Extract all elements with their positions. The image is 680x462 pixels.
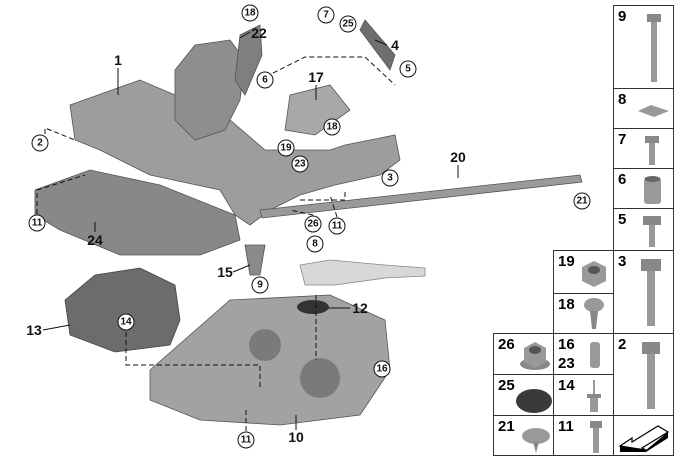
part-number: 18 xyxy=(558,296,575,313)
callout-2: 2 xyxy=(31,134,49,152)
callout-18: 18 xyxy=(241,4,259,22)
part-cell-19[interactable]: 19 xyxy=(553,250,614,294)
long-flange-bolt-icon xyxy=(642,342,660,409)
callout-6: 6 xyxy=(256,71,274,89)
callout-3: 3 xyxy=(381,169,399,187)
callout-8: 8 xyxy=(306,235,324,253)
part-number: 7 xyxy=(618,131,627,148)
part-number: 21 xyxy=(498,418,515,435)
callout-11: 11 xyxy=(28,214,46,232)
part-number: 16 xyxy=(558,336,575,353)
sleeve-icon xyxy=(644,176,661,204)
part-cell-5[interactable]: 5 xyxy=(613,208,674,251)
callout-24: 24 xyxy=(87,232,103,248)
strut-brace-20 xyxy=(259,174,583,219)
underbody-panel-24 xyxy=(34,169,241,256)
short-bolt-icon xyxy=(645,136,659,165)
screw-icon xyxy=(584,298,604,329)
part-number: 26 xyxy=(498,336,515,353)
part-cell-26[interactable]: 26 xyxy=(493,333,554,375)
callout-25: 25 xyxy=(339,15,357,33)
part-cell-7[interactable]: 7 xyxy=(613,128,674,169)
part-number: 19 xyxy=(558,253,575,270)
callout-5: 5 xyxy=(399,60,417,78)
part-number: 8 xyxy=(618,91,627,108)
part-cell-8[interactable]: 8 xyxy=(613,88,674,129)
threaded-insert-icon xyxy=(590,342,600,368)
callout-1: 1 xyxy=(114,52,122,68)
callout-20: 20 xyxy=(450,149,466,165)
part-cell-6[interactable]: 6 xyxy=(613,168,674,209)
long-bolt-icon xyxy=(647,14,661,82)
flange-nut-icon xyxy=(520,342,550,370)
callout-12: 12 xyxy=(352,300,368,316)
callout-17: 17 xyxy=(308,69,324,85)
part-cell-11[interactable]: 11 xyxy=(553,415,614,456)
callout-19: 19 xyxy=(277,139,295,157)
callout-9: 9 xyxy=(251,276,269,294)
bolt-icon xyxy=(590,421,602,453)
part-number: 3 xyxy=(618,253,627,270)
callout-10: 10 xyxy=(288,429,304,445)
callout-11: 11 xyxy=(328,217,346,235)
wishbone-8 xyxy=(299,259,426,286)
part-cell-18[interactable]: 18 xyxy=(553,293,614,334)
callout-15: 15 xyxy=(217,264,233,280)
long-flange-bolt-icon xyxy=(641,259,661,326)
callout-7: 7 xyxy=(317,6,335,24)
part-cell-21[interactable]: 21 xyxy=(493,415,554,456)
solid-leaders xyxy=(42,31,459,430)
callout-4: 4 xyxy=(391,37,399,53)
direction-arrow-icon xyxy=(618,425,670,452)
part-number: 2 xyxy=(618,336,627,353)
callout-14: 14 xyxy=(117,313,135,331)
part-cell-3[interactable]: 3 xyxy=(613,250,674,334)
expansion-rivet-icon xyxy=(522,428,550,453)
part-cell-direction xyxy=(613,415,674,456)
callout-22: 22 xyxy=(251,25,267,41)
clip-icon xyxy=(638,105,669,117)
callout-23: 23 xyxy=(291,155,309,173)
part-number: 11 xyxy=(558,418,574,435)
part-number: 25 xyxy=(498,377,515,394)
flange-bolt-icon xyxy=(643,216,661,247)
underbody-protection-plate-10 xyxy=(149,294,391,426)
callout-16: 16 xyxy=(373,360,391,378)
part-number: 23 xyxy=(558,355,575,372)
part-number: 9 xyxy=(618,8,627,25)
front-subframe xyxy=(69,19,401,276)
callout-21: 21 xyxy=(573,192,591,210)
callout-26: 26 xyxy=(304,215,322,233)
leader-lines xyxy=(36,56,396,431)
part-number: 6 xyxy=(618,171,627,188)
part-number: 5 xyxy=(618,211,627,228)
part-cell-25[interactable]: 25 xyxy=(493,374,554,416)
round-pad-icon xyxy=(516,389,552,413)
callout-18: 18 xyxy=(323,118,341,136)
rivet-icon xyxy=(587,380,601,412)
hex-nut-icon xyxy=(582,261,606,287)
part-cell-14[interactable]: 14 xyxy=(553,374,614,416)
part-cell-9[interactable]: 9 xyxy=(613,5,674,89)
callout-13: 13 xyxy=(26,322,42,338)
part-number: 14 xyxy=(558,377,575,394)
heat-shield-13 xyxy=(64,267,181,353)
part-cell-2[interactable]: 2 xyxy=(613,333,674,416)
callout-11: 11 xyxy=(237,431,255,449)
